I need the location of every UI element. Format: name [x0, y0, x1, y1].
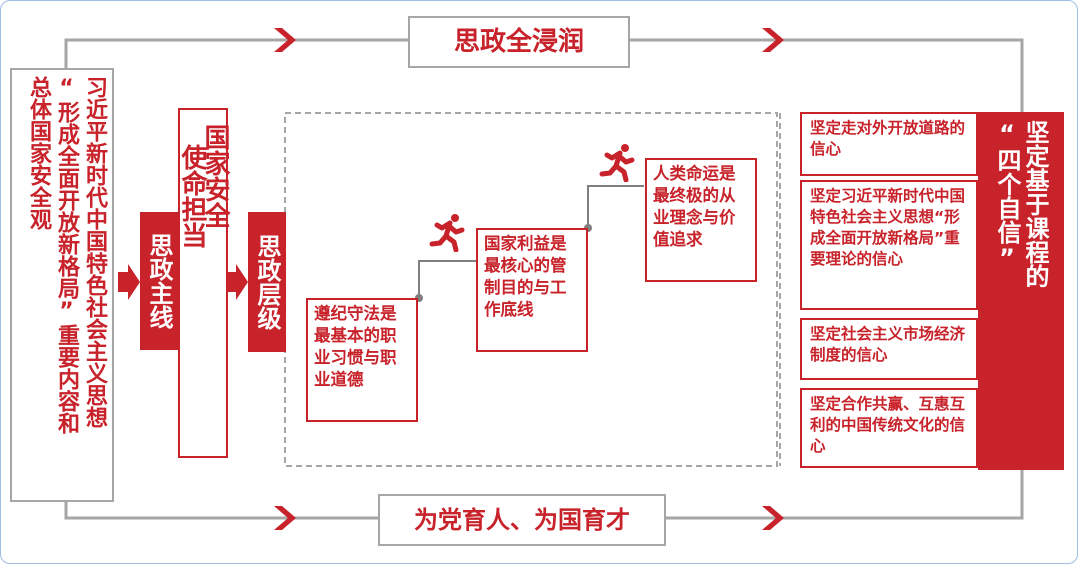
belief-text-2: 坚定习近平新时代中国特色社会主义思想“形成全面开放新格局”重要理论的信心	[810, 187, 966, 268]
belief-text-3: 坚定社会主义市场经济制度的信心	[810, 325, 966, 364]
conclusion-text: 坚定基于课程的 “四个自信”	[993, 120, 1049, 460]
main-line-box: 思政主线	[140, 212, 178, 350]
left-theme-text: 习近平新时代中国特色社会主义思想 “形成全面开放新格局”重要内容和 总体国家安全…	[24, 76, 108, 496]
belief-text-1: 坚定走对外开放道路的信心	[810, 119, 966, 158]
belief-box-1: 坚定走对外开放道路的信心	[800, 112, 978, 176]
bottom-chevron-right	[762, 506, 784, 530]
levels-text: 思政层级	[253, 234, 281, 330]
conclusion-line-a: 坚定基于课程的	[1021, 120, 1049, 288]
step-box-3: 人类命运是最终极的从业理念与价值追求	[645, 158, 757, 282]
bottom-chevron-left	[274, 506, 296, 530]
stair-line-1	[418, 260, 476, 298]
arrow-to-levels	[228, 264, 248, 300]
main-line-text: 思政主线	[145, 233, 173, 329]
runner-icon-1	[429, 214, 465, 252]
top-banner: 思政全浸润	[408, 16, 630, 68]
mission-text: 国家安全 使命担当	[177, 124, 230, 444]
top-banner-text: 思政全浸润	[453, 27, 584, 57]
conclusion-line-b: “四个自信”	[993, 120, 1021, 272]
belief-box-4: 坚定合作共赢、互惠互利的中国传统文化的信心	[800, 388, 978, 468]
step-box-1: 遵纪守法是最基本的职业习惯与职业道德	[306, 298, 418, 422]
belief-box-2: 坚定习近平新时代中国特色社会主义思想“形成全面开放新格局”重要理论的信心	[800, 180, 978, 310]
top-chevron-right	[762, 28, 784, 52]
belief-box-3: 坚定社会主义市场经济制度的信心	[800, 318, 978, 380]
left-theme-line-c: 总体国家安全观	[26, 76, 51, 230]
levels-box: 思政层级	[248, 212, 286, 352]
step-text-2: 国家利益是最核心的管制目的与工作底线	[484, 234, 567, 319]
step-text-1: 遵纪守法是最基本的职业习惯与职业道德	[314, 304, 397, 389]
top-chevron-left	[274, 28, 296, 52]
arrow-to-main-line	[118, 264, 140, 300]
bottom-banner: 为党育人、为国育才	[378, 494, 666, 546]
left-theme-line-b: “形成全面开放新格局”重要内容和	[54, 76, 79, 434]
mission-line-a: 国家安全	[200, 124, 230, 228]
left-theme-box: 习近平新时代中国特色社会主义思想 “形成全面开放新格局”重要内容和 总体国家安全…	[10, 68, 114, 502]
mission-line-b: 使命担当	[177, 144, 207, 248]
step-box-2: 国家利益是最核心的管制目的与工作底线	[476, 228, 588, 352]
belief-text-4: 坚定合作共赢、互惠互利的中国传统文化的信心	[810, 395, 966, 455]
mission-box: 国家安全 使命担当	[177, 108, 230, 458]
conclusion-box: 坚定基于课程的 “四个自信”	[978, 112, 1064, 470]
bottom-banner-text: 为党育人、为国育才	[414, 506, 630, 534]
runner-icon-2	[599, 144, 635, 182]
stair-line-2	[587, 185, 644, 228]
left-theme-line-a: 习近平新时代中国特色社会主义思想	[82, 76, 107, 428]
step-text-3: 人类命运是最终极的从业理念与价值追求	[653, 164, 736, 249]
